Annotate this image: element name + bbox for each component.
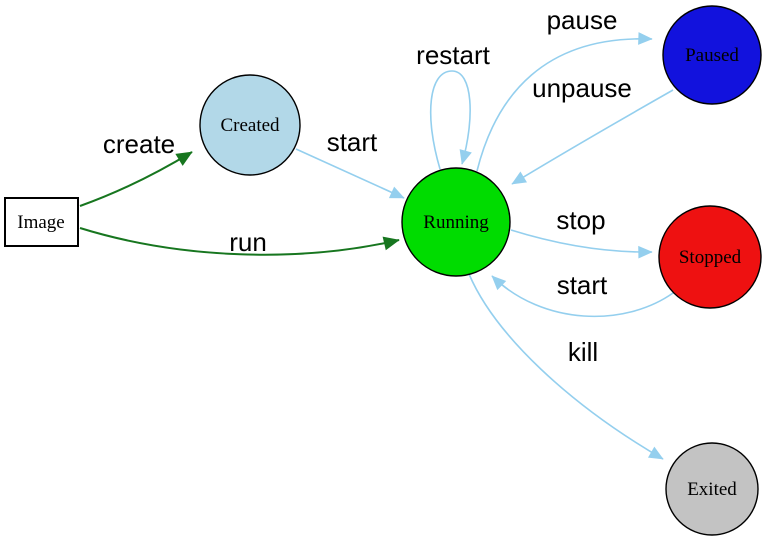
edge-run-arrow: [79, 227, 400, 256]
edge-start-from-stopped-arrow: [491, 275, 674, 318]
image-node-label: Image: [17, 212, 64, 233]
edge-label-start: start: [327, 127, 378, 157]
edge-label-restart: restart: [416, 40, 490, 70]
nodes-layer: Image Created Running Paused Stopped Exi: [4, 5, 762, 536]
node-image: Image: [4, 197, 79, 247]
node-stopped: Stopped: [658, 205, 762, 309]
edge-label-pause: pause: [547, 5, 618, 35]
exited-node-circle: [665, 442, 759, 536]
node-exited: Exited: [665, 442, 759, 536]
running-node-label: Running: [423, 212, 489, 233]
stopped-node-label: Stopped: [679, 247, 742, 268]
node-running: Running: [401, 167, 511, 277]
edge-start-arrow: [295, 148, 405, 199]
running-node-circle: [401, 167, 511, 277]
edge-restart-arrow: [429, 70, 472, 170]
created-node-label: Created: [220, 115, 280, 136]
edge-label-stop: stop: [556, 205, 605, 235]
edges-layer: [79, 32, 674, 460]
exited-node-label: Exited: [687, 479, 737, 500]
node-created: Created: [199, 74, 301, 176]
edge-unpause-arrow: [511, 89, 674, 185]
paused-node-circle: [662, 5, 762, 105]
edge-label-start-from-stopped: start: [557, 270, 608, 300]
image-node-box: [4, 197, 79, 247]
edge-pause-arrow: [476, 32, 653, 172]
edge-label-run: run: [229, 227, 267, 257]
edge-kill-arrow: [468, 273, 664, 460]
edge-create-arrow: [79, 151, 193, 207]
node-paused: Paused: [662, 5, 762, 105]
edge-label-create: create: [103, 129, 175, 159]
edge-stop-arrow: [510, 229, 653, 259]
edge-labels-layer: create run start restart pause unpause s…: [103, 5, 632, 367]
created-node-circle: [199, 74, 301, 176]
edge-label-unpause: unpause: [532, 73, 632, 103]
stopped-node-circle: [658, 205, 762, 309]
paused-node-label: Paused: [685, 45, 739, 66]
edge-label-kill: kill: [568, 337, 598, 367]
